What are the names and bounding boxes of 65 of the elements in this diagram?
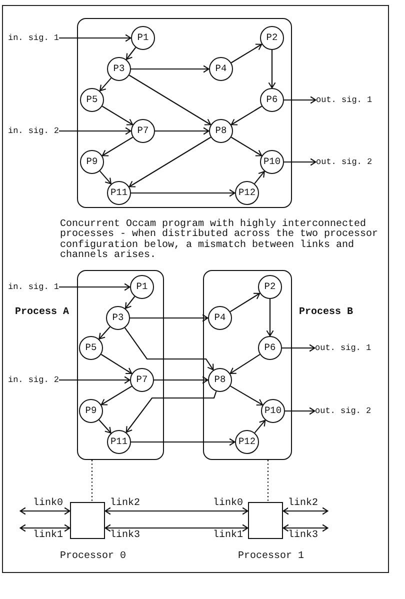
arrow — [59, 127, 132, 135]
arrow — [99, 78, 112, 92]
double-arrow — [282, 507, 328, 515]
arrow — [268, 50, 276, 88]
processor-label: Processor 1 — [238, 552, 304, 562]
arrow — [124, 296, 136, 309]
dotted-line — [267, 460, 269, 502]
arrow — [131, 438, 236, 446]
process-group-box — [77, 18, 292, 208]
processor-label: Processor 0 — [60, 552, 126, 562]
signal-label: in. sig. 1 — [8, 282, 59, 292]
signal-label: out. sig. 2 — [315, 406, 372, 416]
arrow — [59, 283, 130, 291]
arrow — [59, 34, 132, 42]
arrow — [98, 326, 110, 340]
arrow — [155, 127, 210, 135]
arrow — [230, 386, 263, 406]
arrow — [230, 44, 262, 64]
arrow — [128, 136, 212, 188]
arrow — [154, 376, 208, 384]
arrow — [230, 136, 262, 156]
signal-label: out. sig. 2 — [316, 158, 372, 166]
signal-label: in. sig. 2 — [8, 126, 59, 136]
arrow — [100, 386, 132, 406]
double-arrow — [20, 524, 70, 532]
link-label: link1 — [213, 531, 244, 541]
arrow — [282, 344, 316, 352]
arrow — [102, 136, 134, 156]
group-label: Process A — [15, 308, 70, 318]
arrow — [131, 65, 210, 73]
dotted-line — [91, 460, 93, 502]
arrow — [128, 74, 212, 126]
arrow — [99, 170, 112, 184]
double-arrow — [282, 524, 328, 532]
arrow — [98, 420, 112, 434]
arrow — [266, 299, 274, 336]
double-arrow — [104, 507, 248, 515]
arrow — [100, 354, 132, 374]
signal-label: out. sig. 1 — [315, 344, 372, 352]
arrow — [102, 106, 134, 126]
arrow — [230, 106, 262, 126]
arrow — [254, 420, 266, 434]
signal-label: out. sig. 1 — [316, 96, 372, 104]
signal-label: in. sig. 1 — [8, 34, 59, 42]
link-label: link3 — [110, 531, 140, 541]
arrow — [59, 376, 130, 384]
double-arrow — [104, 524, 248, 532]
arrow — [124, 327, 214, 370]
arrow — [230, 354, 260, 374]
edge-label: link2 — [288, 499, 318, 509]
arrow — [126, 391, 217, 433]
group-label: Process B — [299, 308, 354, 318]
arrow — [131, 189, 236, 197]
link-label: link0 — [213, 499, 244, 509]
double-arrow — [20, 507, 70, 515]
arrow — [230, 292, 260, 312]
arrow — [285, 407, 316, 415]
arrow — [126, 47, 136, 60]
arrow — [284, 158, 316, 166]
arrow — [284, 96, 316, 104]
link-label: link2 — [110, 499, 140, 509]
arrow — [130, 314, 208, 322]
signal-label: in. sig. 2 — [8, 376, 59, 384]
caption: Concurrent Occam program with highly interconnected processes - when distributed across the two processor configuration below, a mismatch between links and channels arises. — [60, 220, 380, 262]
arrow — [254, 170, 265, 184]
